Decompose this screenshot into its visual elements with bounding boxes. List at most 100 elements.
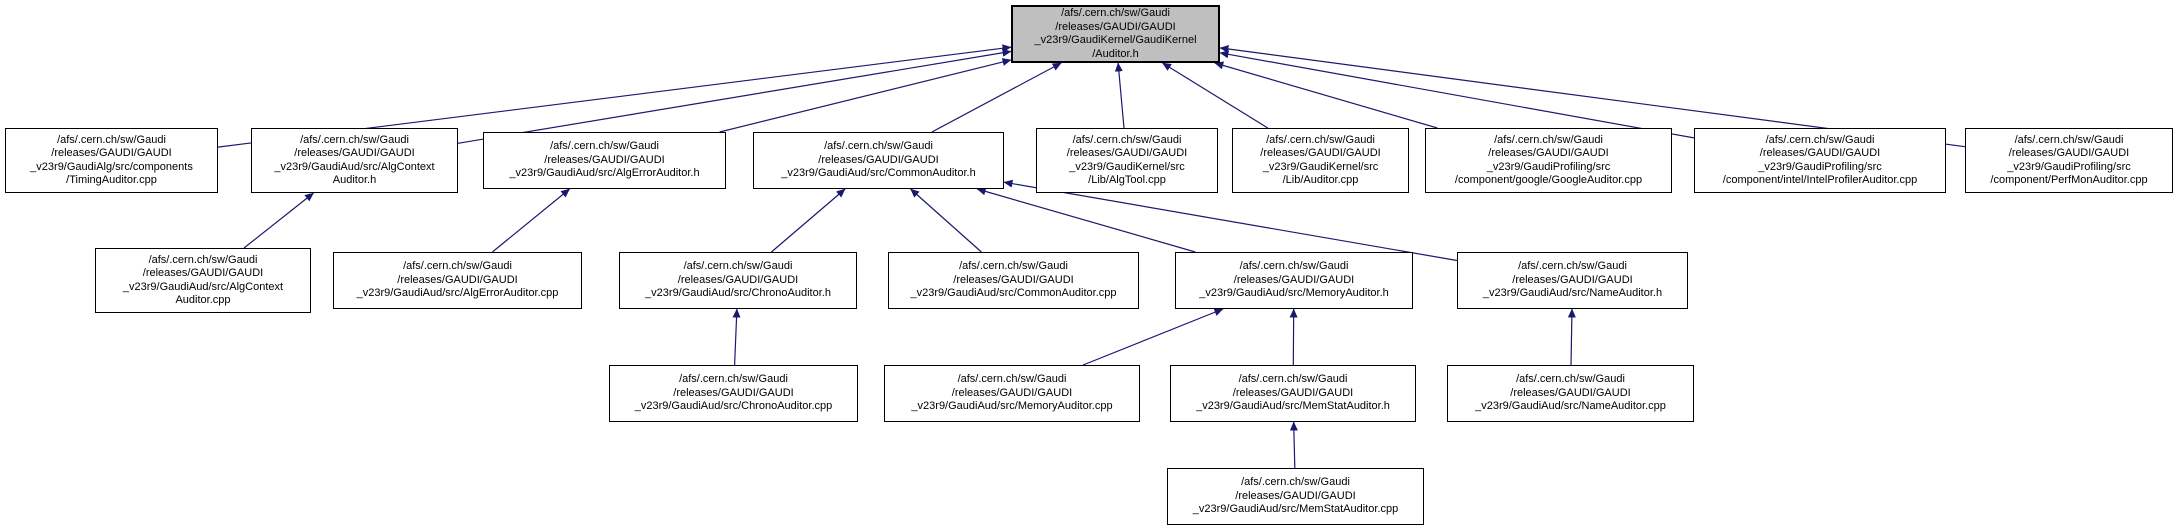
graph-node-google-auditor-cpp[interactable]: /afs/.cern.ch/sw/Gaudi/releases/GAUDI/GA…: [1425, 128, 1672, 193]
node-label-line: /afs/.cern.ch/sw/Gaudi: [957, 373, 1067, 386]
graph-node-algcontext-auditor-h[interactable]: /afs/.cern.ch/sw/Gaudi/releases/GAUDI/GA…: [251, 128, 458, 193]
node-label-line: /releases/GAUDI/GAUDI: [1510, 386, 1631, 399]
graph-node-algerror-auditor-h[interactable]: /afs/.cern.ch/sw/Gaudi/releases/GAUDI/GA…: [483, 132, 726, 189]
node-label-line: /releases/GAUDI/GAUDI: [951, 386, 1073, 399]
node-label-line: /releases/GAUDI/GAUDI: [1066, 147, 1188, 159]
node-label-line: /afs/.cern.ch/sw/Gaudi: [824, 140, 933, 153]
node-label-line: /afs/.cern.ch/sw/Gaudi: [1516, 373, 1625, 386]
node-label-line: /afs/.cern.ch/sw/Gaudi: [403, 260, 512, 273]
node-label-line: _v23r9/GaudiKernel/src: [1069, 160, 1185, 173]
edge-algcontext-auditor-h-to-auditor-h: [457, 48, 1012, 144]
node-label-line: Auditor.h: [332, 174, 377, 186]
node-label-line: _v23r9/GaudiAud/src/AlgContext: [274, 160, 435, 173]
node-label-line: /afs/.cern.ch/sw/Gaudi: [683, 260, 793, 273]
node-label-line: /releases/GAUDI/GAUDI: [953, 273, 1074, 286]
edge-google-auditor-cpp-to-auditor-h: [1214, 61, 1438, 129]
graph-node-perfmon-auditor-cpp[interactable]: /afs/.cern.ch/sw/Gaudi/releases/GAUDI/GA…: [1965, 128, 2173, 193]
node-label-line: _v23r9/GaudiAud/src/ChronoAuditor.h: [645, 287, 831, 300]
graph-node-memory-auditor-cpp[interactable]: /afs/.cern.ch/sw/Gaudi/releases/GAUDI/GA…: [884, 365, 1140, 422]
node-label-line: /releases/GAUDI/GAUDI: [677, 273, 799, 286]
node-label-line: /releases/GAUDI/GAUDI: [544, 153, 665, 166]
node-label-line: /releases/GAUDI/GAUDI: [294, 147, 415, 159]
edge-algerror-auditor-h-to-auditor-h: [719, 58, 1012, 133]
node-label-line: _v23r9/GaudiAud/src/NameAuditor.h: [1482, 287, 1663, 300]
edge-algtool-cpp-to-auditor-h: [1114, 62, 1125, 129]
graph-node-algcontext-auditor-cpp[interactable]: /afs/.cern.ch/sw/Gaudi/releases/GAUDI/GA…: [95, 248, 311, 313]
node-label-line: /releases/GAUDI/GAUDI: [1232, 386, 1354, 399]
node-label-line: /afs/.cern.ch/sw/Gaudi: [1266, 133, 1375, 146]
node-label-line: /Auditor.h: [1092, 47, 1139, 60]
graph-node-name-auditor-cpp[interactable]: /afs/.cern.ch/sw/Gaudi/releases/GAUDI/GA…: [1447, 365, 1694, 422]
node-label-line: _v23r9/GaudiKernel/src: [1262, 160, 1379, 173]
node-label-line: /afs/.cern.ch/sw/Gaudi: [959, 260, 1068, 273]
node-label-line: /releases/GAUDI/GAUDI: [51, 147, 172, 159]
graph-node-algerror-auditor-cpp[interactable]: /afs/.cern.ch/sw/Gaudi/releases/GAUDI/GA…: [333, 252, 582, 309]
node-label-line: _v23r9/GaudiAlg/src/components: [30, 160, 193, 173]
node-label-line: _v23r9/GaudiAud/src/AlgErrorAuditor.h: [509, 167, 700, 180]
graph-node-memstat-auditor-cpp[interactable]: /afs/.cern.ch/sw/Gaudi/releases/GAUDI/GA…: [1167, 468, 1424, 525]
node-label-line: _v23r9/GaudiProfiling/src: [2007, 160, 2131, 173]
node-label-line: /afs/.cern.ch/sw/Gaudi: [1072, 133, 1182, 146]
node-label-line: _v23r9/GaudiAud/src/ChronoAuditor.cpp: [634, 400, 833, 413]
node-label-line: /releases/GAUDI/GAUDI: [1233, 273, 1355, 286]
graph-node-chrono-auditor-h[interactable]: /afs/.cern.ch/sw/Gaudi/releases/GAUDI/GA…: [619, 252, 857, 309]
edge-chrono-auditor-h-to-common-auditor-h: [771, 188, 846, 253]
node-label-line: /releases/GAUDI/GAUDI: [673, 386, 794, 399]
node-label-line: /releases/GAUDI/GAUDI: [1055, 20, 1176, 33]
node-label-line: /component/PerfMonAuditor.cpp: [1990, 174, 2148, 186]
graph-node-auditor-cpp[interactable]: /afs/.cern.ch/sw/Gaudi/releases/GAUDI/GA…: [1232, 128, 1409, 193]
edge-intel-profiler-auditor-cpp-to-auditor-h: [1219, 50, 1695, 139]
node-label-line: /afs/.cern.ch/sw/Gaudi: [679, 373, 788, 386]
edge-memory-auditor-cpp-to-memory-auditor-h: [1082, 308, 1224, 366]
node-label-line: /afs/.cern.ch/sw/Gaudi: [550, 140, 659, 153]
node-label-line: /component/intel/IntelProfilerAuditor.cp…: [1722, 174, 1918, 186]
node-label-line: /afs/.cern.ch/sw/Gaudi: [300, 133, 409, 146]
edge-name-auditor-cpp-to-name-auditor-h: [1567, 308, 1576, 366]
edge-algerror-auditor-cpp-to-algerror-auditor-h: [492, 188, 570, 253]
node-label-line: _v23r9/GaudiAud/src/MemoryAuditor.cpp: [911, 400, 1113, 413]
node-label-line: /afs/.cern.ch/sw/Gaudi: [1241, 476, 1350, 489]
edge-memstat-auditor-cpp-to-memstat-auditor-h: [1289, 421, 1298, 469]
graph-node-common-auditor-h[interactable]: /afs/.cern.ch/sw/Gaudi/releases/GAUDI/GA…: [753, 132, 1004, 189]
node-label-line: /Lib/Auditor.cpp: [1282, 174, 1359, 186]
graph-node-name-auditor-h[interactable]: /afs/.cern.ch/sw/Gaudi/releases/GAUDI/GA…: [1457, 252, 1688, 309]
node-label-line: _v23r9/GaudiAud/src/AlgErrorAuditor.cpp: [356, 287, 559, 300]
node-label-line: _v23r9/GaudiProfiling/src: [1758, 160, 1882, 173]
node-label-line: Auditor.cpp: [175, 294, 231, 306]
node-label-line: /releases/GAUDI/GAUDI: [1235, 489, 1356, 502]
edge-chrono-auditor-cpp-to-chrono-auditor-h: [732, 308, 741, 366]
node-label-line: /releases/GAUDI/GAUDI: [142, 267, 264, 279]
node-label-line: _v23r9/GaudiKernel/GaudiKernel: [1034, 34, 1197, 46]
node-label-line: /releases/GAUDI/GAUDI: [2008, 147, 2130, 159]
graph-node-auditor-h: /afs/.cern.ch/sw/Gaudi/releases/GAUDI/GA…: [1011, 5, 1220, 63]
node-label-line: _v23r9/GaudiAud/src/MemStatAuditor.cpp: [1192, 503, 1399, 516]
graph-node-chrono-auditor-cpp[interactable]: /afs/.cern.ch/sw/Gaudi/releases/GAUDI/GA…: [609, 365, 858, 422]
node-label-line: /Lib/AlgTool.cpp: [1088, 174, 1166, 186]
edge-common-auditor-cpp-to-common-auditor-h: [910, 188, 982, 253]
node-label-line: _v23r9/GaudiAud/src/MemStatAuditor.h: [1196, 400, 1390, 413]
node-label-line: /afs/.cern.ch/sw/Gaudi: [2014, 133, 2124, 146]
graph-node-memstat-auditor-h[interactable]: /afs/.cern.ch/sw/Gaudi/releases/GAUDI/GA…: [1170, 365, 1416, 422]
node-label-line: /afs/.cern.ch/sw/Gaudi: [1765, 133, 1875, 146]
graph-node-timing-auditor-cpp[interactable]: /afs/.cern.ch/sw/Gaudi/releases/GAUDI/GA…: [5, 128, 218, 193]
node-label-line: _v23r9/GaudiProfiling/src: [1486, 160, 1611, 173]
edge-memory-auditor-h-to-common-auditor-h: [976, 187, 1196, 253]
node-label-line: /afs/.cern.ch/sw/Gaudi: [1239, 260, 1349, 273]
node-label-line: /afs/.cern.ch/sw/Gaudi: [148, 253, 258, 266]
graph-node-algtool-cpp[interactable]: /afs/.cern.ch/sw/Gaudi/releases/GAUDI/GA…: [1036, 128, 1218, 193]
edge-algcontext-auditor-cpp-to-algcontext-auditor-h: [243, 192, 314, 249]
edge-auditor-cpp-to-auditor-h: [1162, 62, 1269, 129]
node-label-line: /TimingAuditor.cpp: [66, 174, 157, 186]
node-label-line: /afs/.cern.ch/sw/Gaudi: [1238, 373, 1348, 386]
graph-node-memory-auditor-h[interactable]: /afs/.cern.ch/sw/Gaudi/releases/GAUDI/GA…: [1175, 252, 1413, 309]
edge-common-auditor-h-to-auditor-h: [931, 62, 1062, 133]
node-label-line: /releases/GAUDI/GAUDI: [397, 273, 518, 286]
edge-name-auditor-h-to-common-auditor-h: [1003, 179, 1458, 262]
graph-node-intel-profiler-auditor-cpp[interactable]: /afs/.cern.ch/sw/Gaudi/releases/GAUDI/GA…: [1694, 128, 1946, 193]
node-label-line: /component/google/GoogleAuditor.cpp: [1454, 174, 1643, 186]
node-label-line: _v23r9/GaudiAud/src/AlgContext: [122, 280, 284, 293]
node-label-line: /afs/.cern.ch/sw/Gaudi: [1061, 7, 1170, 19]
node-label-line: _v23r9/GaudiAud/src/CommonAuditor.h: [781, 167, 976, 180]
graph-node-common-auditor-cpp[interactable]: /afs/.cern.ch/sw/Gaudi/releases/GAUDI/GA…: [888, 252, 1139, 309]
